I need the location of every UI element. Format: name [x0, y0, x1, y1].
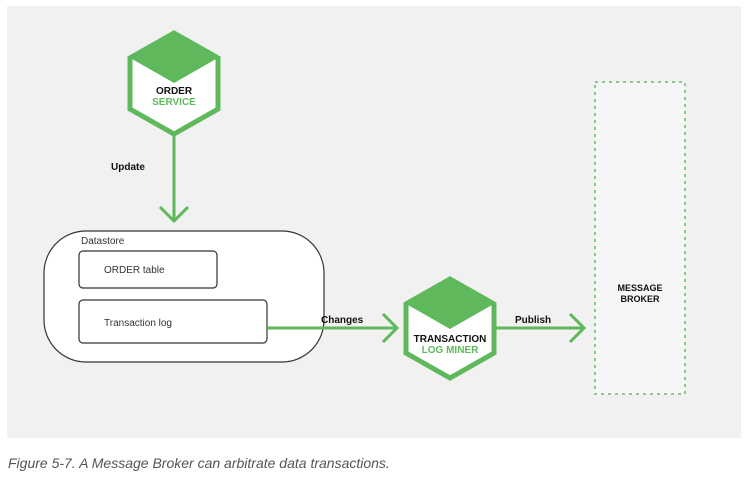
- datastore: Datastore ORDER table Transaction log: [43, 230, 325, 363]
- message-broker-box: [594, 81, 686, 395]
- order-service-label-line2: SERVICE: [152, 97, 196, 108]
- log-miner-label-line2: LOG MINER: [422, 345, 479, 356]
- message-broker-label-line1: MESSAGE: [617, 283, 662, 293]
- architecture-diagram: ORDER SERVICE Update Datastore ORDER tab…: [43, 30, 686, 395]
- log-miner-label-line1: TRANSACTION: [414, 334, 487, 345]
- log-miner-node: TRANSACTION LOG MINER: [403, 276, 497, 381]
- publish-label: Publish: [515, 315, 551, 326]
- diagram-panel: ORDER SERVICE Update Datastore ORDER tab…: [7, 6, 741, 438]
- order-service-cap: [132, 35, 216, 83]
- order-table-box: [78, 250, 218, 289]
- update-label: Update: [111, 162, 145, 173]
- changes-arrow: [267, 312, 400, 344]
- message-broker: MESSAGE BROKER: [594, 81, 686, 395]
- datastore-title: Datastore: [81, 236, 125, 247]
- transaction-log-box: [78, 299, 268, 344]
- order-table-label: ORDER table: [104, 265, 165, 276]
- figure-caption: Figure 5-7. A Message Broker can arbitra…: [8, 455, 390, 471]
- order-service-node: ORDER SERVICE: [127, 30, 221, 137]
- log-miner-cap: [408, 281, 492, 329]
- transaction-log-label: Transaction log: [104, 318, 172, 329]
- order-service-label-line1: ORDER: [156, 86, 193, 97]
- message-broker-label-line2: BROKER: [620, 294, 660, 304]
- update-arrow: [158, 136, 190, 224]
- changes-label: Changes: [321, 315, 364, 326]
- publish-arrow: [496, 312, 587, 344]
